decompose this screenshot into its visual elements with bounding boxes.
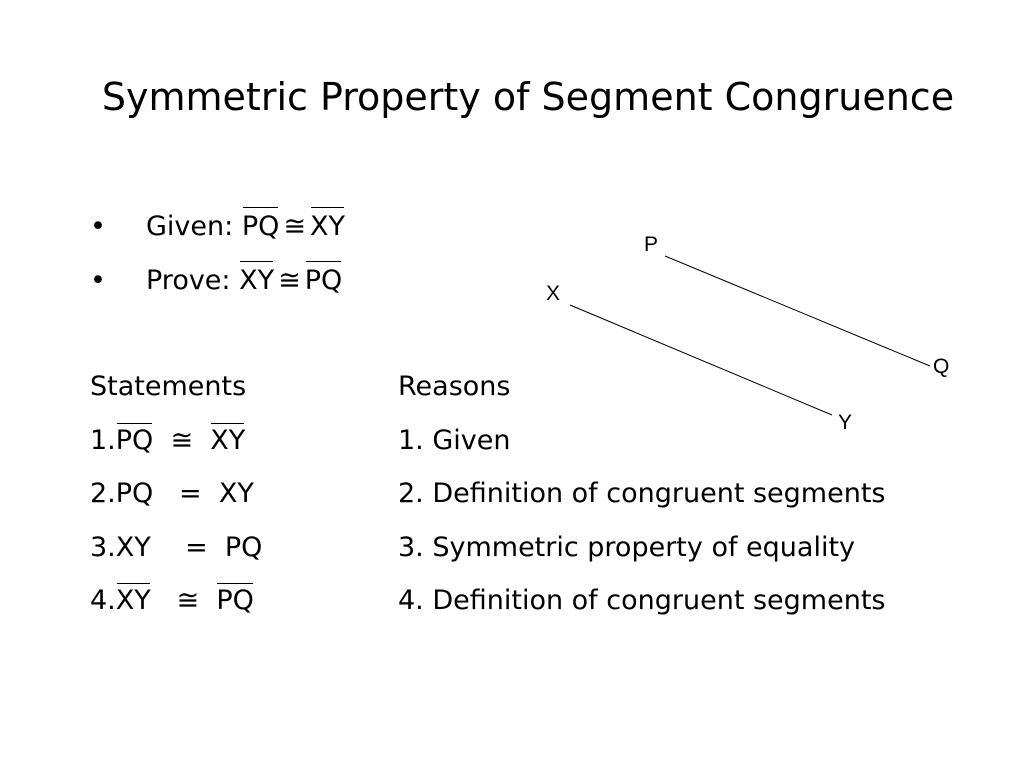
statements-header: Statements — [90, 371, 247, 402]
reason-1: 1. Given — [398, 424, 511, 456]
point-y-label: Y — [838, 411, 852, 434]
segment-pq-line — [664, 255, 931, 367]
statement-1: 1.PQ ≅ XY — [90, 418, 245, 464]
point-q-label: Q — [933, 355, 949, 378]
reason-3: 3. Symmetric property of equality — [398, 531, 856, 563]
bullet-dot: • — [90, 265, 106, 296]
relation-symbol: ≅ — [150, 585, 217, 616]
relation-symbol: = — [153, 478, 219, 509]
reason-2: 2. Definition of congruent segments — [398, 478, 886, 509]
point-p-label: P — [644, 233, 658, 256]
prove-label: Prove: — [146, 265, 231, 296]
segment-xy: XY — [210, 418, 245, 464]
segment-xy: XY — [116, 578, 151, 624]
segment-pq: PQ — [216, 578, 254, 624]
length-xy: XY — [218, 478, 254, 509]
length-pq: PQ — [224, 531, 263, 563]
congruent-symbol: ≅ — [278, 265, 301, 296]
length-pq: PQ — [115, 478, 154, 509]
relation-symbol: ≅ — [153, 424, 211, 456]
slide-title: Symmetric Property of Segment Congruence — [101, 75, 955, 119]
statement-number: 3. — [90, 531, 116, 563]
statement-number: 2. — [90, 478, 116, 509]
segment-pq: PQ — [242, 204, 279, 250]
bullet-dot: • — [90, 211, 106, 242]
reasons-header: Reasons — [398, 371, 511, 402]
reason-4: 4. Definition of congruent segments — [398, 585, 886, 616]
segment-pq: PQ — [116, 418, 153, 464]
segment-xy: XY — [310, 204, 345, 250]
given-label: Given: — [146, 211, 234, 242]
length-xy: XY — [115, 531, 151, 563]
statement-number: 4. — [90, 585, 116, 616]
relation-symbol: = — [150, 531, 225, 563]
congruent-symbol: ≅ — [283, 211, 306, 242]
statement-4: 4.XY ≅ PQ — [90, 578, 254, 624]
segment-pq: PQ — [305, 258, 342, 304]
statement-2: 2.PQ = XY — [90, 471, 254, 517]
prove-statement: Prove: XY≅PQ — [146, 258, 342, 304]
segment-xy: XY — [239, 258, 274, 304]
segment-diagram: P Q X Y — [546, 233, 949, 434]
given-statement: Given: PQ≅XY — [146, 204, 345, 250]
statement-number: 1. — [90, 424, 116, 456]
statement-3: 3.XY = PQ — [90, 525, 262, 571]
segment-xy-line — [569, 304, 833, 416]
point-x-label: X — [546, 282, 560, 305]
